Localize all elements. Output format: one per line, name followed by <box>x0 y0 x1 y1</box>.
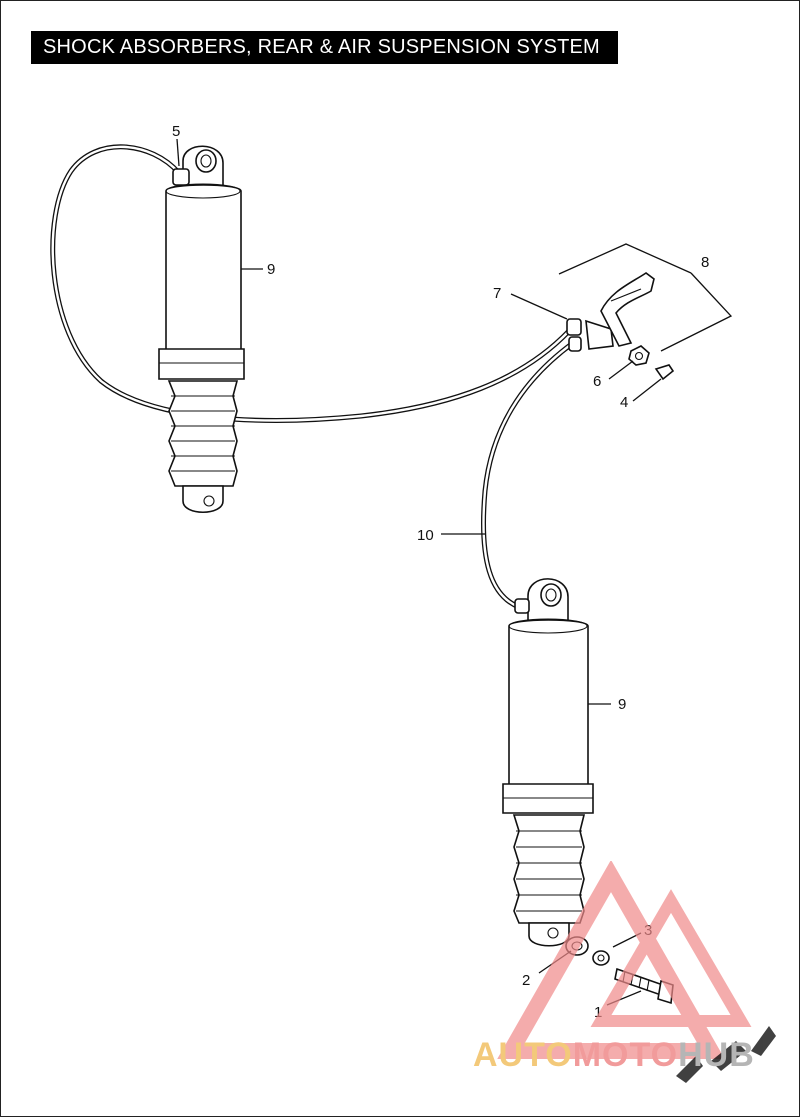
callout-8: 8 <box>701 254 709 271</box>
shock-absorber-lower <box>502 578 594 947</box>
callout-9-lower: 9 <box>618 696 626 713</box>
air-hose-upper <box>50 144 572 423</box>
watermark-text-auto: AUTO <box>473 1036 573 1074</box>
leader-lines <box>176 138 733 1006</box>
callout-10: 10 <box>417 527 434 544</box>
callout-7: 7 <box>493 285 501 302</box>
callout-4: 4 <box>620 394 628 411</box>
page-title: SHOCK ABSORBERS, REAR & AIR SUSPENSION S… <box>31 31 618 64</box>
air-hose-lower <box>480 340 576 610</box>
watermark-text-hub: HUB <box>678 1036 755 1074</box>
watermark-text-moto: MOTO <box>572 1036 679 1074</box>
watermark-text: AUTOMOTOHUB <box>473 1036 755 1075</box>
shock-absorber-upper <box>158 145 245 513</box>
air-fitting-assembly <box>566 272 675 381</box>
callout-6: 6 <box>593 373 601 390</box>
callout-2: 2 <box>522 972 530 989</box>
callout-5: 5 <box>172 123 180 140</box>
callout-9-upper: 9 <box>267 261 275 278</box>
callout-1: 1 <box>594 1004 602 1021</box>
watermark-logo-icon <box>497 861 776 1083</box>
